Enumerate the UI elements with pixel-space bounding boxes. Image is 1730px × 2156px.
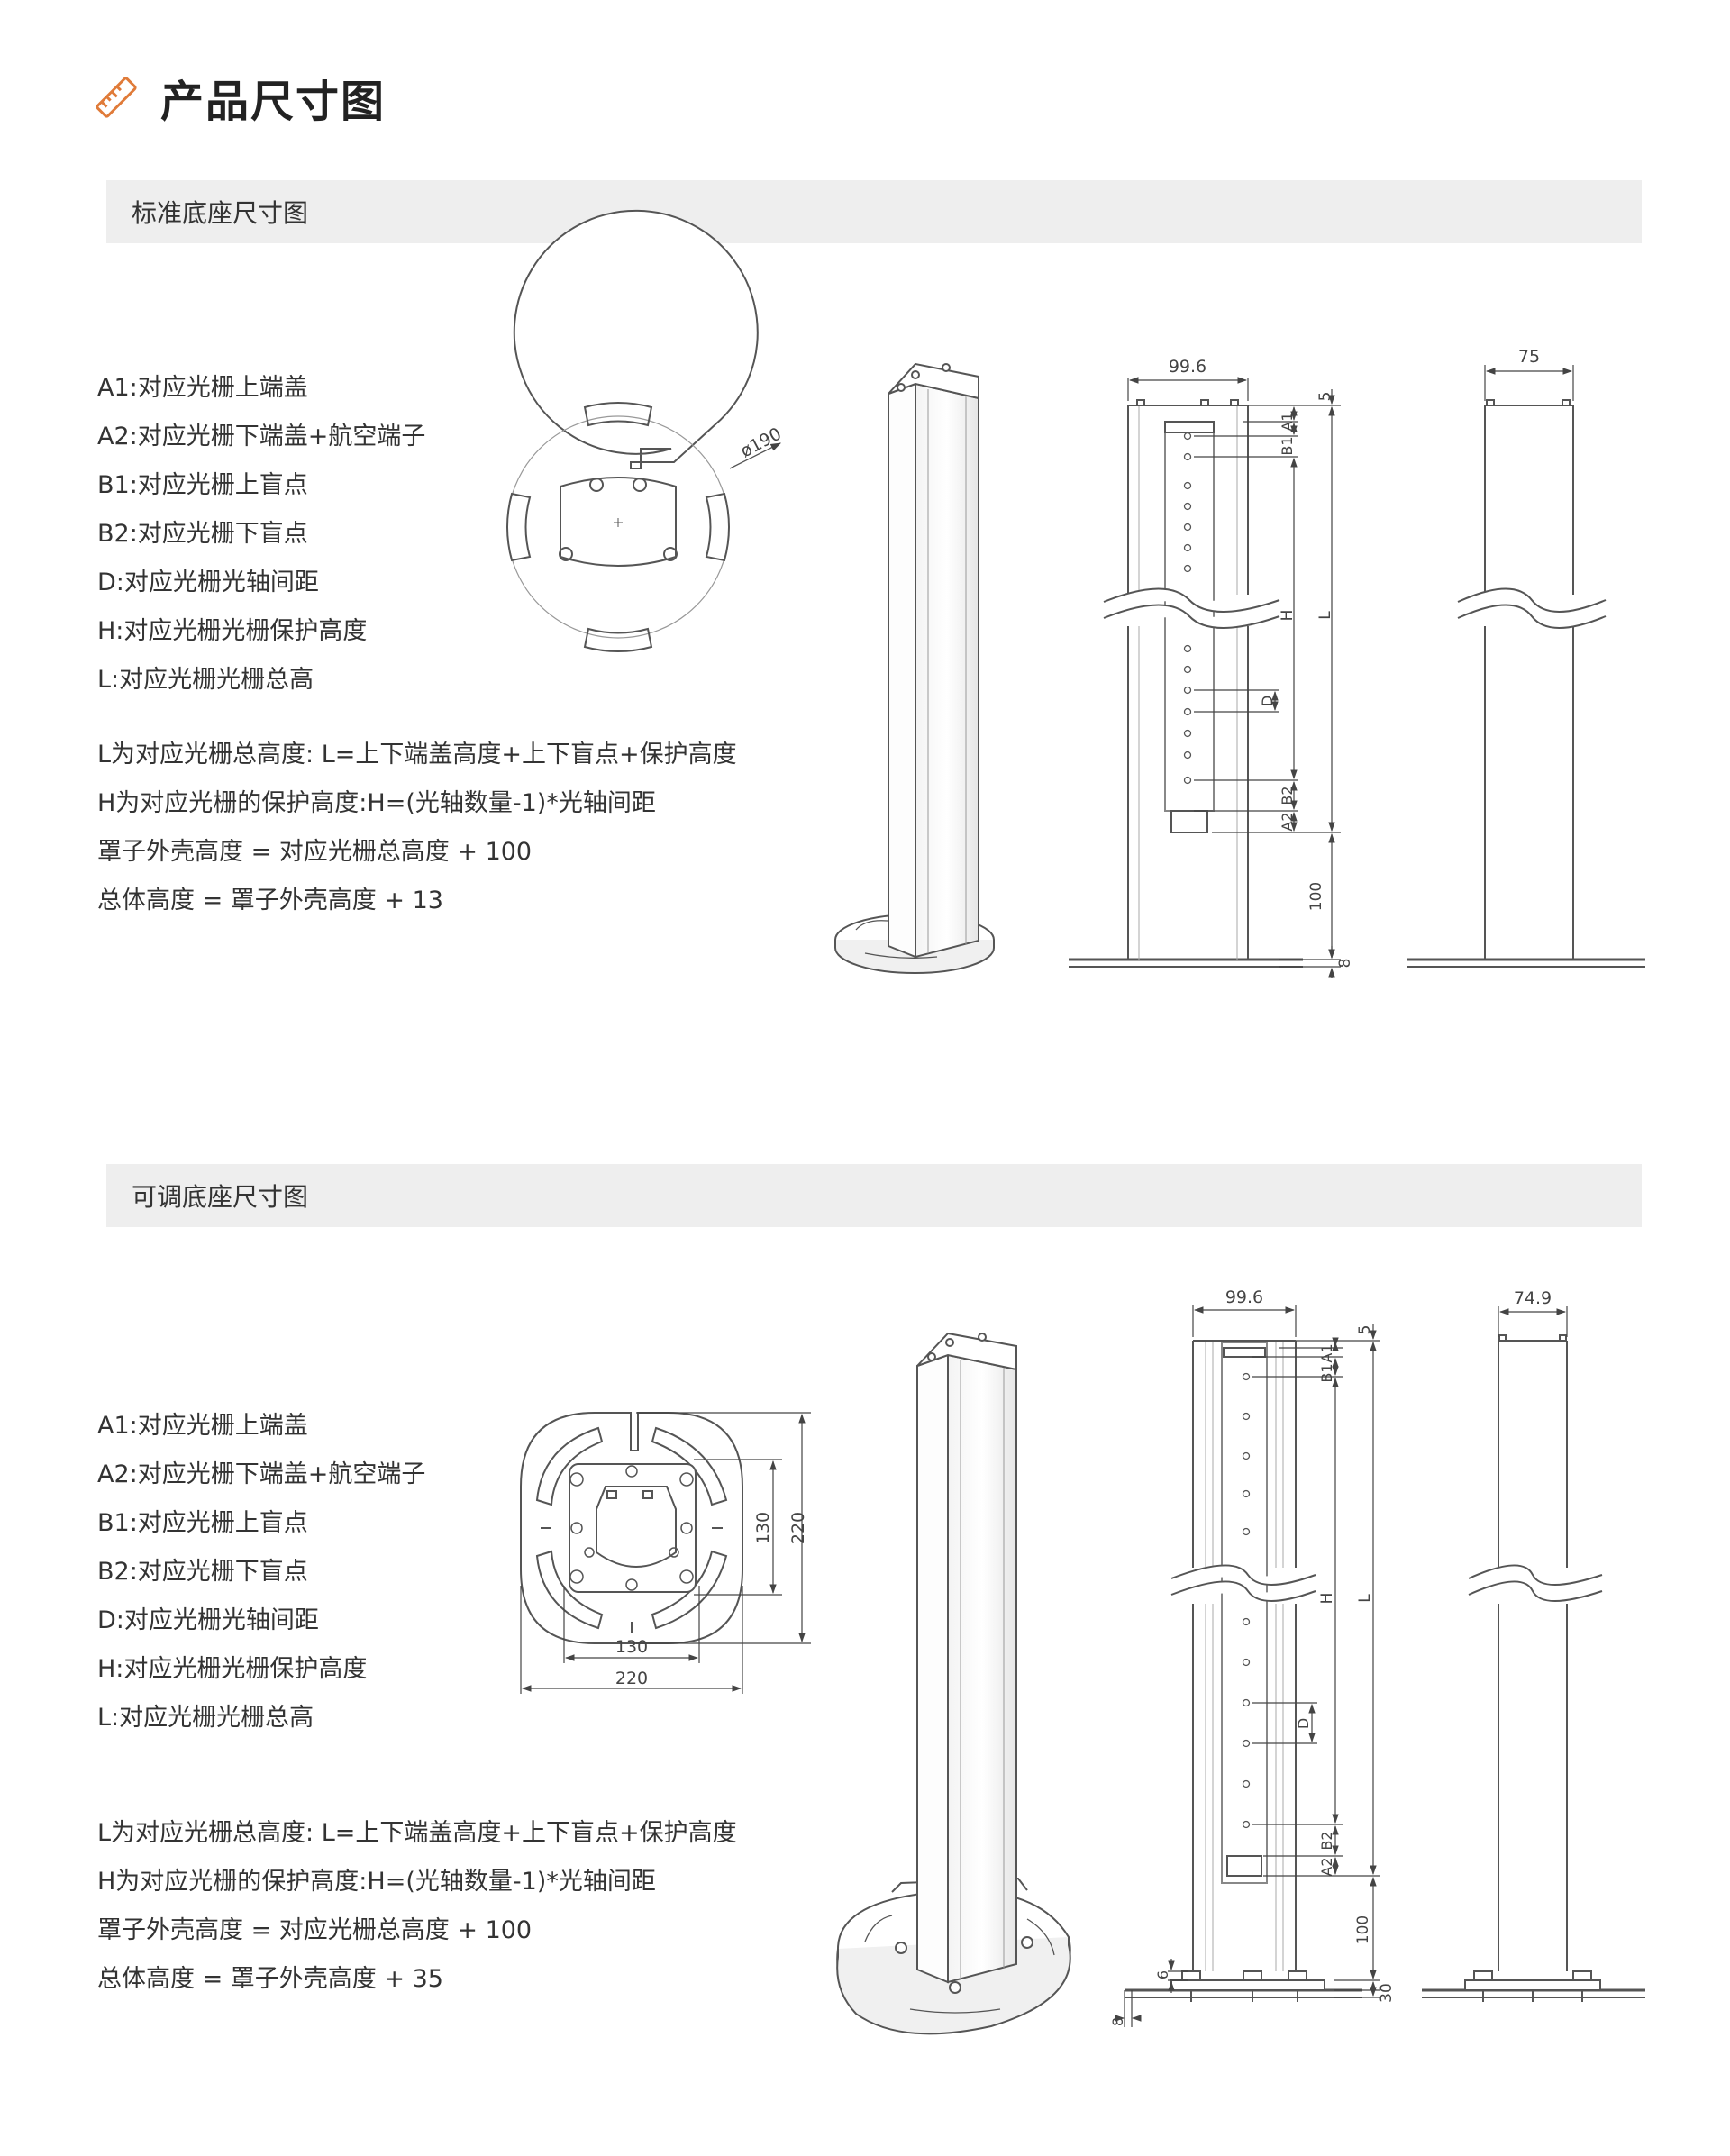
front-view-standard <box>1069 377 1341 978</box>
page-header: 产品尺寸图 <box>94 70 386 127</box>
legend-item: B1:对应光栅上盲点 <box>97 471 308 499</box>
round-base-top-view <box>506 209 782 652</box>
dim-label: 30 <box>1378 1983 1396 2003</box>
dim-label: 5 <box>1316 392 1334 402</box>
dim-label: L <box>1316 611 1334 620</box>
dim-label: 220 <box>788 1512 808 1544</box>
legend-item: L:对应光栅光栅总高 <box>97 666 314 694</box>
dim-label: A1 <box>1279 412 1296 431</box>
page-title: 产品尺寸图 <box>160 77 387 127</box>
dim-label: A2 <box>1318 1857 1335 1876</box>
legend-item: D:对应光栅光轴间距 <box>97 569 319 596</box>
legend-adjustable: A1:对应光栅上端盖 A2:对应光栅下端盖+航空端子 B1:对应光栅上盲点 B2… <box>97 1402 425 1742</box>
formula-line: H为对应光栅的保护高度:H=(光轴数量-1)*光轴间距 <box>97 789 656 817</box>
dim-label: 74.9 <box>1514 1288 1552 1308</box>
section-bar-adjustable: 可调底座尺寸图 <box>106 1164 1642 1227</box>
legend-standard: A1:对应光栅上端盖 A2:对应光栅下端盖+航空端子 B1:对应光栅上盲点 B2… <box>97 364 425 705</box>
legend-item: A2:对应光栅下端盖+航空端子 <box>97 1460 426 1488</box>
dim-label: 75 <box>1518 347 1540 367</box>
dim-label: L <box>1356 1594 1374 1603</box>
dim-label: 100 <box>1354 1915 1372 1944</box>
side-view-adjustable <box>1422 1306 1645 2002</box>
front-view-adjustable <box>1115 1305 1380 2027</box>
side-view-standard <box>1407 365 1645 968</box>
legend-item: A1:对应光栅上端盖 <box>97 374 308 402</box>
formula-line: H为对应光栅的保护高度:H=(光轴数量-1)*光轴间距 <box>97 1868 656 1896</box>
dim-label: 6 <box>1154 1970 1171 1979</box>
dim-label: ø190 <box>737 423 785 461</box>
section-bar-standard: 标准底座尺寸图 <box>106 180 1642 243</box>
dim-label: 130 <box>753 1512 773 1544</box>
formulas-standard: L为对应光栅总高度: L=上下端盖高度+上下盲点+保护高度 H为对应光栅的保护高… <box>97 731 737 925</box>
legend-item: H:对应光栅光栅保护高度 <box>97 617 368 645</box>
dim-label: A1 <box>1318 1343 1335 1362</box>
dim-label: 8 <box>1336 959 1354 969</box>
dim-label: A2 <box>1279 812 1296 831</box>
square-base-top-view <box>520 1412 811 1694</box>
legend-item: L:对应光栅光栅总高 <box>97 1704 314 1732</box>
legend-item: B2:对应光栅下盲点 <box>97 520 308 548</box>
formula-line: L为对应光栅总高度: L=上下端盖高度+上下盲点+保护高度 <box>97 1819 737 1847</box>
dim-label: 100 <box>1307 882 1325 911</box>
dim-label: D <box>1259 696 1276 706</box>
dim-label: 99.6 <box>1225 1287 1263 1307</box>
column-3d-view-adjustable <box>836 1332 1071 2035</box>
ruler-icon <box>96 77 137 118</box>
dim-label: B2 <box>1279 786 1296 805</box>
dim-label: B1 <box>1279 436 1296 455</box>
legend-item: A1:对应光栅上端盖 <box>97 1412 308 1440</box>
formula-line: 总体高度 = 罩子外壳高度 + 13 <box>97 887 443 914</box>
formula-line: 罩子外壳高度 = 对应光栅总高度 + 100 <box>97 1916 533 1944</box>
formula-line: 罩子外壳高度 = 对应光栅总高度 + 100 <box>97 838 533 866</box>
dim-label: 99.6 <box>1169 357 1206 377</box>
formula-line: 总体高度 = 罩子外壳高度 + 35 <box>97 1965 443 1993</box>
dim-label: 8 <box>1109 2017 1126 2026</box>
section-heading: 可调底座尺寸图 <box>132 1182 309 1212</box>
dim-label: 130 <box>615 1637 648 1657</box>
dim-label: H <box>1279 610 1297 622</box>
legend-item: B1:对应光栅上盲点 <box>97 1509 308 1537</box>
section-heading: 标准底座尺寸图 <box>132 198 309 228</box>
formula-line: L为对应光栅总高度: L=上下端盖高度+上下盲点+保护高度 <box>97 741 737 769</box>
legend-item: B2:对应光栅下盲点 <box>97 1558 308 1586</box>
dim-label: B2 <box>1318 1831 1335 1850</box>
legend-item: D:对应光栅光轴间距 <box>97 1606 319 1634</box>
legend-item: H:对应光栅光栅保护高度 <box>97 1655 368 1683</box>
column-3d-view-standard <box>834 362 995 974</box>
dim-label: B1 <box>1318 1363 1335 1382</box>
dim-label: D <box>1295 1718 1312 1729</box>
dim-label: 5 <box>1356 1325 1374 1335</box>
dim-label: H <box>1318 1593 1336 1605</box>
dim-label: 220 <box>615 1669 648 1688</box>
legend-item: A2:对应光栅下端盖+航空端子 <box>97 423 426 450</box>
formulas-adjustable: L为对应光栅总高度: L=上下端盖高度+上下盲点+保护高度 H为对应光栅的保护高… <box>97 1809 737 2004</box>
